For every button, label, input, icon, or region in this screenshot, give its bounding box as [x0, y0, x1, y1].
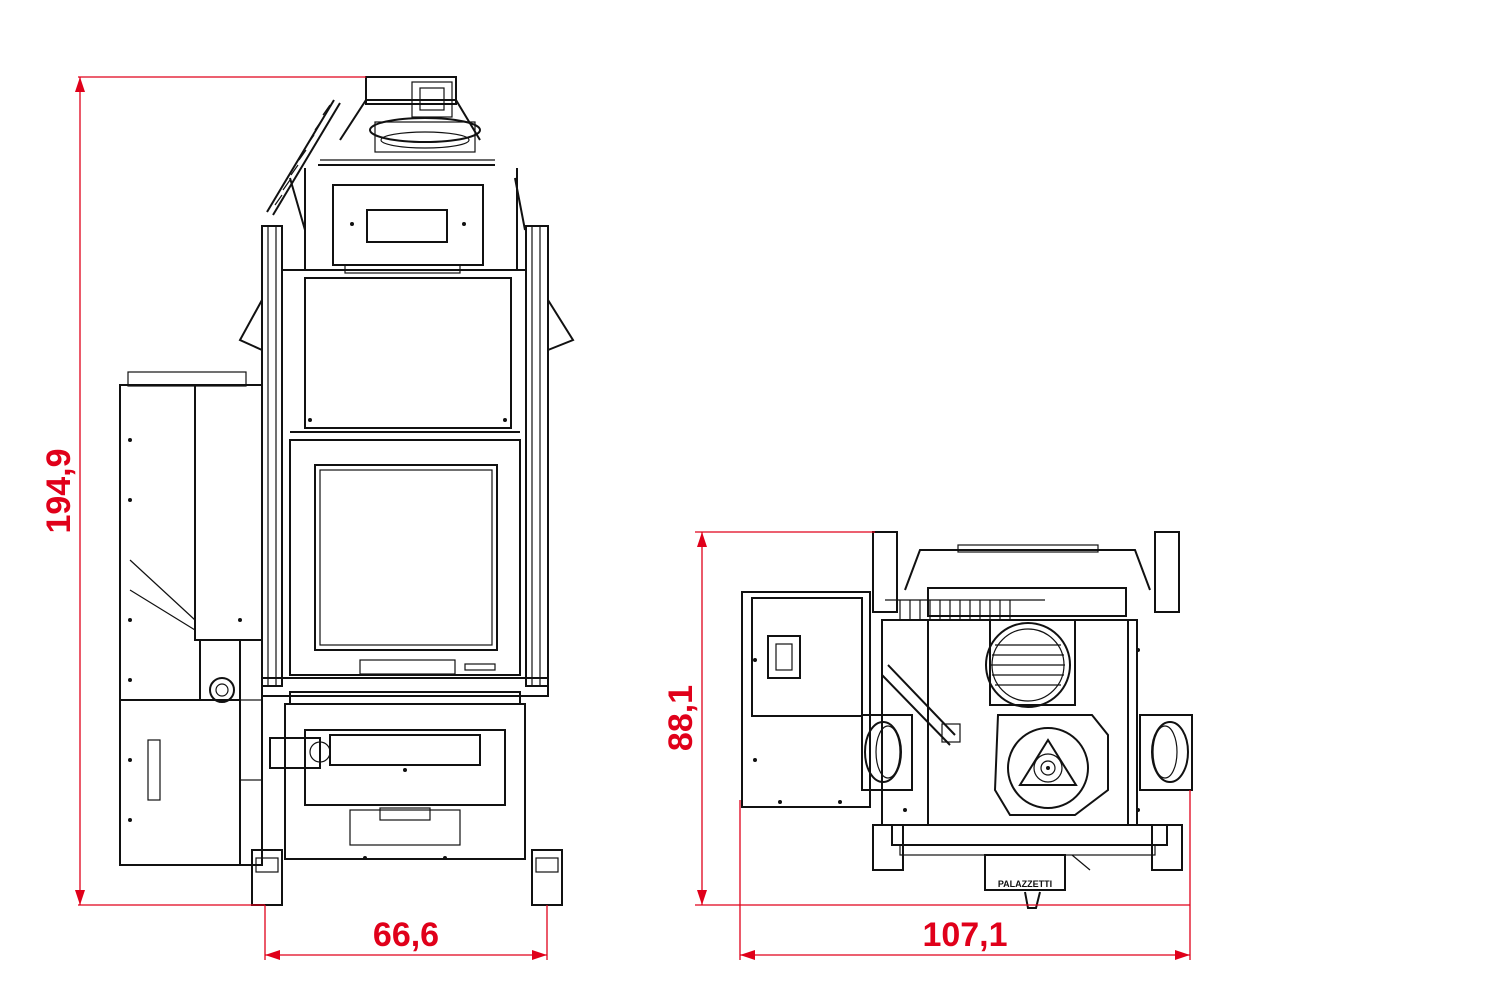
top-view: PALAZZETTI — [741, 531, 1193, 909]
dimension-width-top: 107,1 — [739, 790, 1191, 960]
front-view — [119, 76, 575, 906]
dimension-height-front: 194,9 — [40, 76, 366, 906]
logo-text: PALAZZETTI — [998, 879, 1052, 889]
width-front-label: 66,6 — [373, 916, 439, 954]
dimension-height-top: 88,1 — [662, 531, 1190, 906]
height-top-label: 88,1 — [662, 685, 700, 751]
height-front-label: 194,9 — [40, 448, 78, 533]
dimension-width-front: 66,6 — [264, 905, 548, 960]
width-top-label: 107,1 — [922, 916, 1007, 954]
